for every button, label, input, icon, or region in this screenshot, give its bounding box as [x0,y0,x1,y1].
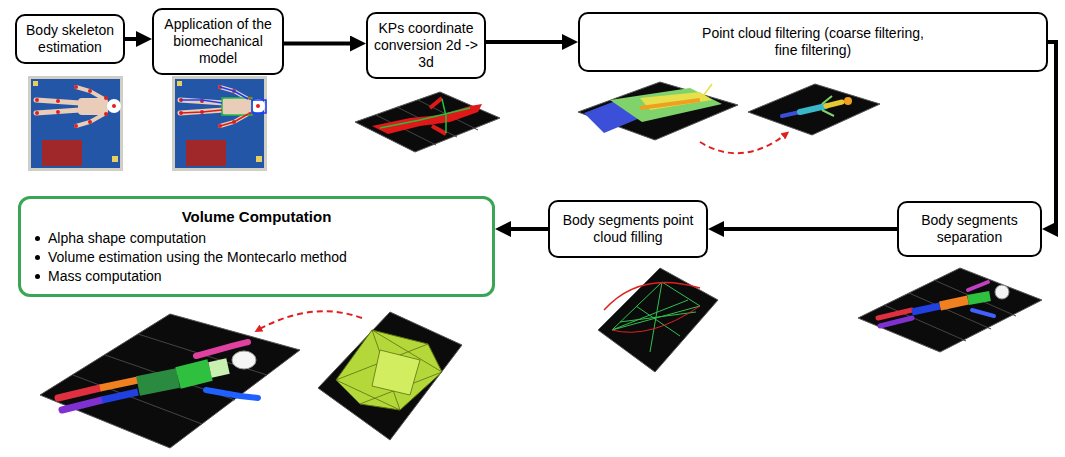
model-photo [222,98,252,115]
box-heading: Volume Computation [33,207,480,227]
bullet-row: Alpha shape computation [33,229,480,248]
fine-filter-plot [826,102,842,106]
segments-plot [858,268,1042,352]
bullet-row: Mass computation [33,267,480,286]
flow-arrow [125,37,144,41]
bullet-row: Volume estimation using the Montecarlo m… [33,248,480,267]
segments-plot [880,318,912,326]
alpha-shape-plot [336,330,442,410]
volume-plot [100,380,138,388]
coarse-filter-plot [578,82,738,140]
coarse-filter-plot [700,84,712,100]
volume-plot [206,390,258,398]
segments-plot [934,280,1016,316]
summary-box: Volume ComputationAlpha shape computatio… [18,196,495,297]
flow-arrow [716,227,897,231]
volume-plot [58,388,100,398]
process-box: Body segments separation [897,201,1042,257]
bullet-dot [35,236,40,241]
box-label: Point cloud filtering (coarse filtering,… [693,25,933,59]
transition-arc [258,311,362,330]
coarse-filter-plot [578,82,738,140]
volume-plot [210,366,228,370]
model-photo [220,87,248,99]
bullet-dot [35,255,40,260]
model-photo [252,100,266,113]
coarse-filter-plot [640,92,712,110]
keypoint-3d-plot [355,92,500,152]
box-label: KPs coordinate conversion 2d -> 3d [374,20,478,71]
filling-plot [612,282,700,330]
process-box: KPs coordinate conversion 2d -> 3d [366,12,486,79]
segments-plot [972,310,994,316]
volume-plot [62,400,102,410]
model-photo [181,100,222,103]
segments-plot [858,268,1042,352]
fine-filter-plot [748,84,880,135]
skeleton-photo [28,76,123,171]
keypoint-3d-plot [380,108,470,128]
flow-arrow [284,42,358,46]
filling-plot [598,268,718,372]
transition-arc [700,134,786,153]
alpha-shape-plot [336,330,442,410]
filling-plot [604,282,700,310]
alpha-shape-plot [318,312,462,440]
volume-plot [102,392,138,400]
box-label: Application of the biomechanical model [160,16,276,67]
model-photo [220,114,248,126]
model-photo [181,110,222,113]
fine-filter-plot [844,97,852,105]
keypoint-3d-plot [442,99,446,133]
keypoint-3d-plot [355,92,500,152]
coarse-filter-plot [640,100,700,108]
skeleton-photo [28,76,123,171]
fine-filter-plot [822,96,834,116]
volume-plot [232,351,256,369]
bullet-text: Volume estimation using the Montecarlo m… [48,248,347,267]
segments-plot [995,285,1009,299]
flow-arrow [486,40,570,44]
filling-plot [612,306,700,332]
flow-arrow [503,227,548,231]
bullet-text: Alpha shape computation [48,229,206,248]
model-photo [172,76,267,171]
process-box: Body skeleton estimation [15,14,125,64]
segments-plot [940,300,968,306]
box-label: Body segments separation [905,212,1034,246]
box-label: Body skeleton estimation [23,22,117,56]
process-box: Point cloud filtering (coarse filtering,… [578,12,1048,72]
keypoint-3d-plot [372,104,482,134]
bullet-dot [35,274,40,279]
filling-plot [598,268,718,372]
model-photo [172,76,267,171]
segments-plot [968,282,988,290]
alpha-shape-plot [372,350,420,395]
process-box: Application of the biomechanical model [152,8,284,75]
bullet-text: Mass computation [48,267,162,286]
alpha-shape-plot [318,312,462,440]
volume-plot [138,378,178,386]
segments-plot [912,306,940,312]
fine-filter-plot [748,84,880,135]
segments-plot [968,296,990,300]
box-label: Body segments point cloud filling [556,212,700,246]
volume-plot [178,370,210,378]
volume-plot [40,314,300,448]
process-box: Body segments point cloud filling [548,200,708,258]
volume-plot [40,314,300,448]
flow-arrow [1048,42,1056,229]
